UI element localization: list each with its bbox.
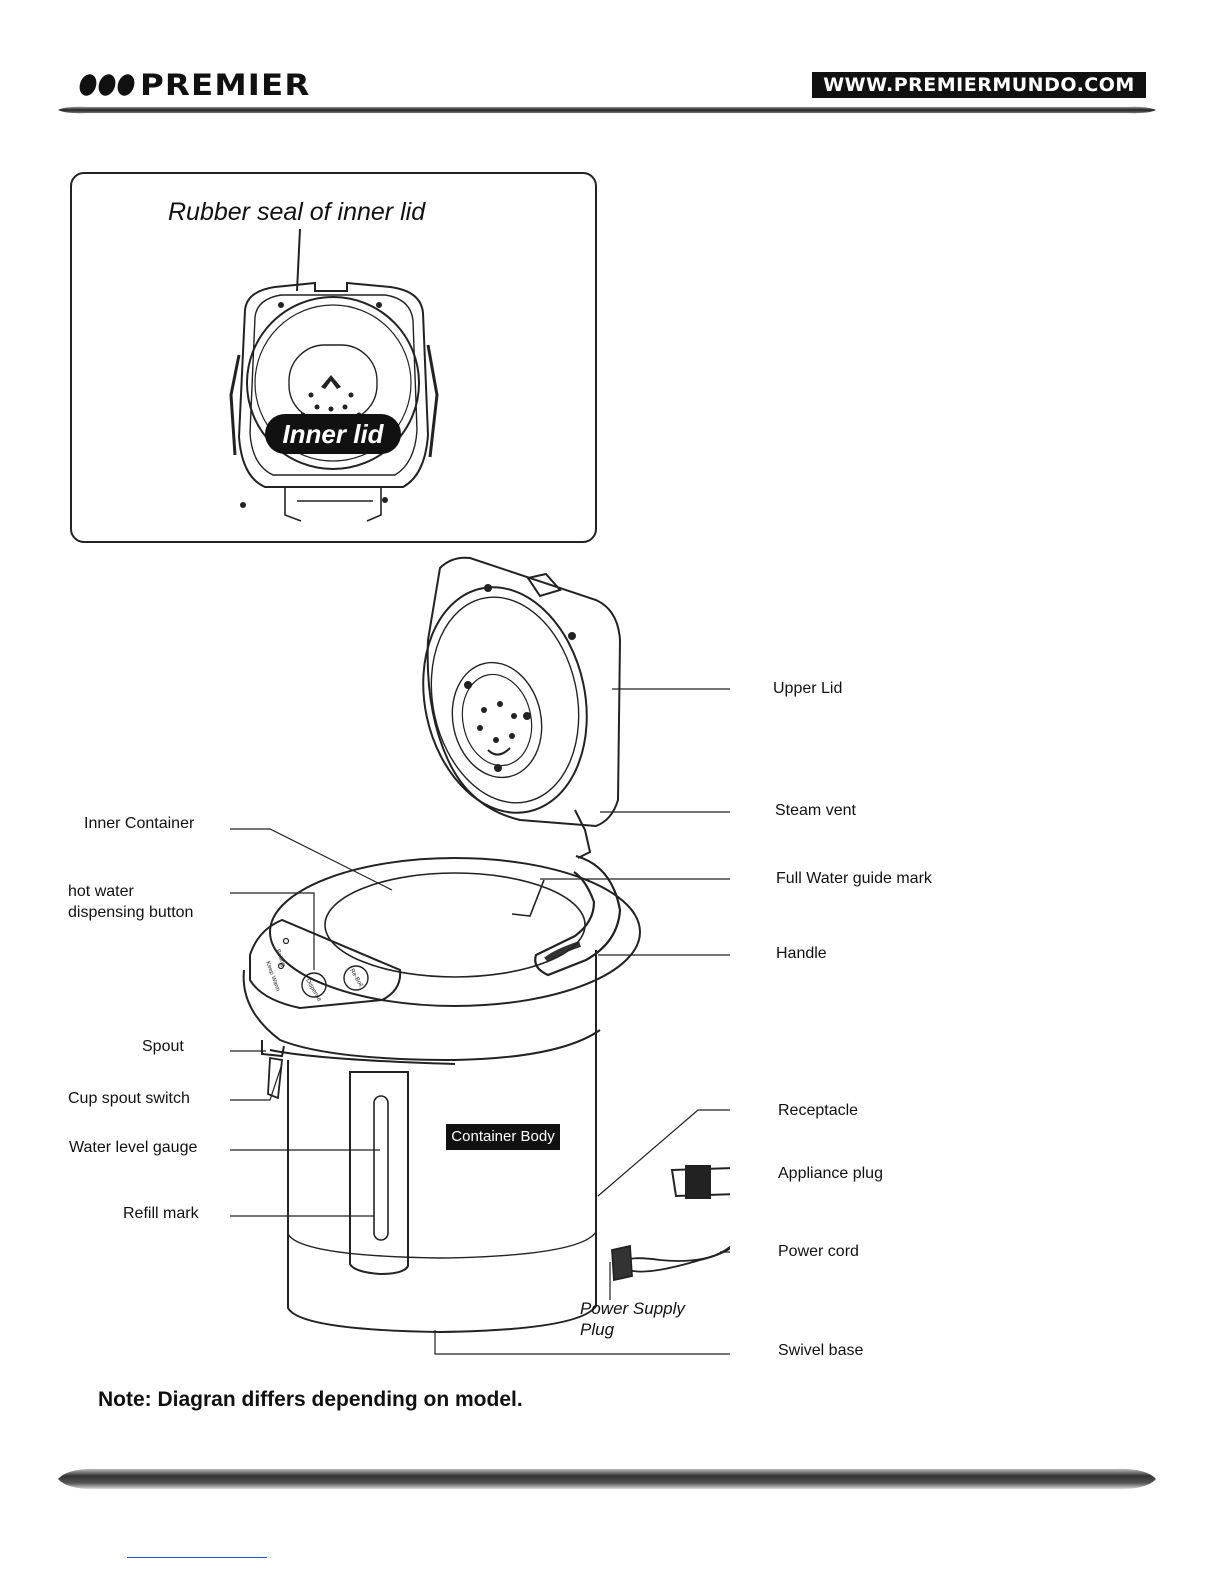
hot-water-label-line-1: hot water <box>68 883 134 900</box>
appliance-plug-label: Appliance plug <box>778 1165 883 1182</box>
footer-link-underline <box>127 1557 267 1558</box>
panel-reboil-label: Re-Boil <box>348 968 363 988</box>
cup-spout-switch-label: Cup spout switch <box>68 1090 190 1107</box>
upper-lid-label: Upper Lid <box>773 680 843 697</box>
power-supply-plug-line-1: Power Supply <box>580 1299 685 1318</box>
brand-name: PREMIER <box>140 68 311 102</box>
handle-label: Handle <box>776 945 827 962</box>
inner-lid-inset-frame <box>70 172 597 543</box>
website-url[interactable]: WWW.PREMIERMUNDO.COM <box>812 72 1146 98</box>
power-supply-plug-label: Power Supply Plug <box>580 1298 685 1340</box>
thermo-pot-illustration: Boiling Keep Warm Dispense Re-Boil <box>230 556 730 1355</box>
inner-container-label: Inner Container <box>84 815 195 832</box>
swivel-base-label: Swivel base <box>778 1342 864 1359</box>
spout-label: Spout <box>142 1038 184 1055</box>
rubber-seal-label: Rubber seal of inner lid <box>168 198 426 226</box>
upper-lid-drawing <box>422 556 622 859</box>
hot-water-button-label: hot water dispensing button <box>68 881 193 923</box>
power-cord-label: Power cord <box>778 1243 859 1260</box>
footer-divider <box>58 1468 1156 1490</box>
container-body-tag: Container Body <box>446 1124 560 1150</box>
water-level-gauge-label: Water level gauge <box>69 1139 198 1156</box>
inner-lid-illustration <box>229 228 439 522</box>
inner-lid-badge: Inner lid <box>265 414 401 454</box>
model-note: Note: Diagran differs depending on model… <box>98 1388 523 1411</box>
power-supply-plug-line-2: Plug <box>580 1320 615 1339</box>
hot-water-label-line-2: dispensing button <box>68 904 194 921</box>
receptacle-label: Receptacle <box>778 1102 859 1119</box>
full-water-guide-mark-label: Full Water guide mark <box>776 870 932 887</box>
steam-vent-label: Steam vent <box>775 802 856 819</box>
header-divider <box>58 106 1156 114</box>
panel-boiling-label: Boiling <box>274 949 286 968</box>
brand-logo-dots <box>79 74 135 96</box>
refill-mark-label: Refill mark <box>123 1205 199 1222</box>
